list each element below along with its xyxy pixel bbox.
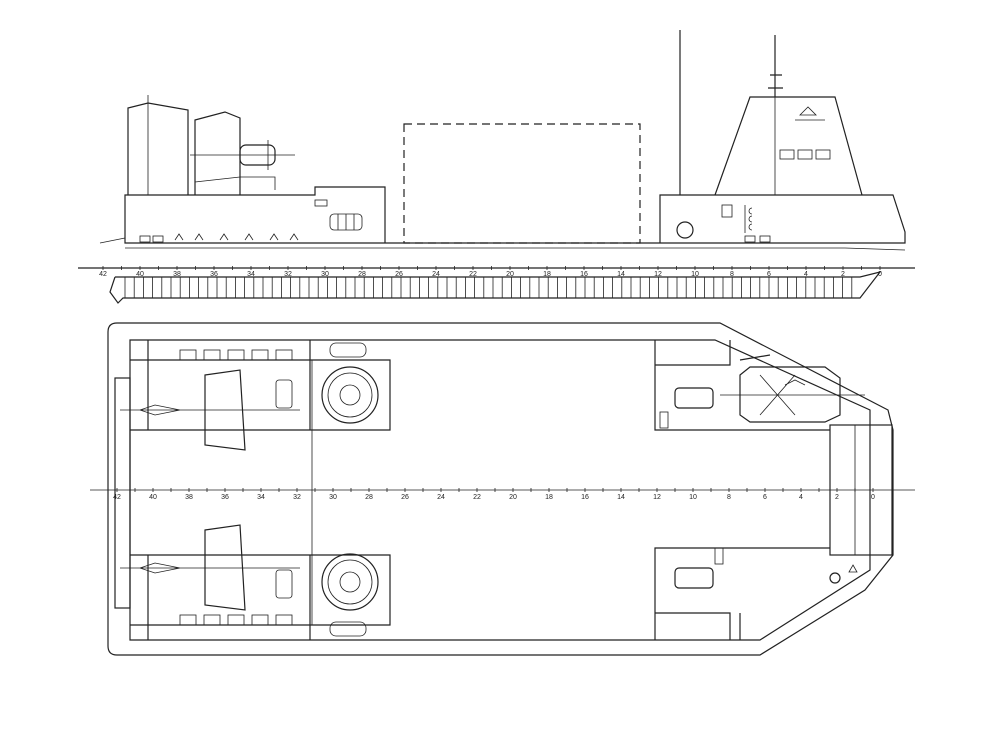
frame-label: 24 (432, 271, 440, 278)
side-wheelhouse (714, 96, 863, 196)
frame-label: 38 (185, 494, 193, 501)
side-fin-fwd (194, 111, 241, 195)
side-window (779, 149, 795, 160)
side-cargo-envelope (403, 123, 641, 244)
plan-stbd-stair (714, 547, 724, 565)
frame-label: 2 (835, 494, 839, 501)
frame-label: 28 (365, 494, 373, 501)
plan-stbd-fin (204, 524, 246, 611)
plan-port-hatch (275, 379, 293, 409)
side-skirt-segments (124, 277, 853, 298)
plan-marker (848, 564, 858, 573)
side-deck-fittings (174, 233, 299, 241)
frame-label: 42 (113, 494, 121, 501)
frame-label: 18 (545, 494, 553, 501)
plan-wheelhouse (739, 366, 841, 423)
plan-stbd-grille (329, 621, 367, 637)
frame-label: 14 (617, 271, 625, 278)
plan-bollard (829, 572, 841, 584)
frame-label: 12 (653, 494, 661, 501)
frame-label: 30 (321, 271, 329, 278)
side-vent (759, 235, 771, 243)
plan-port-stair (659, 411, 669, 429)
plan-port-lift-fan (321, 366, 379, 424)
frame-label: 36 (210, 271, 218, 278)
frame-label: 4 (799, 494, 803, 501)
frame-label: 42 (99, 271, 107, 278)
plan-port-bollards (179, 349, 293, 361)
frame-label: 8 (730, 271, 734, 278)
plan-inner-deck (129, 339, 871, 641)
side-winch (676, 221, 694, 239)
side-hatch (314, 199, 328, 207)
frame-label: 32 (284, 271, 292, 278)
plan-outer-hull (107, 322, 894, 656)
side-grille-bars (337, 214, 355, 230)
frame-label: 4 (804, 271, 808, 278)
frame-label: 18 (543, 271, 551, 278)
plan-stern-ramp (114, 377, 131, 609)
side-vent (744, 235, 756, 243)
plan-stbd-prop-shaft (120, 562, 300, 574)
frame-label: 16 (580, 271, 588, 278)
frame-label: 2 (841, 271, 845, 278)
frame-label: 36 (221, 494, 229, 501)
plan-port-prop-shaft (120, 404, 300, 416)
side-skirt (109, 270, 882, 304)
frame-label: 14 (617, 494, 625, 501)
frame-label: 28 (358, 271, 366, 278)
frame-label: 20 (506, 271, 514, 278)
side-radar (795, 106, 825, 121)
side-vent (152, 235, 164, 243)
plan-wheelhouse-detail (720, 374, 865, 416)
frame-label: 34 (247, 271, 255, 278)
frame-label: 8 (727, 494, 731, 501)
frame-label: 26 (395, 271, 403, 278)
plan-port-fwd-structure (654, 340, 830, 431)
side-door (721, 204, 733, 218)
frame-label: 6 (767, 271, 771, 278)
plan-port-fin (204, 369, 246, 451)
frame-label: 10 (689, 494, 697, 501)
frame-label: 16 (581, 494, 589, 501)
frame-label: 40 (149, 494, 157, 501)
side-window (797, 149, 813, 160)
frame-label: 26 (401, 494, 409, 501)
frame-label: 22 (469, 271, 477, 278)
frame-label: 10 (691, 271, 699, 278)
side-ladder (744, 205, 753, 233)
frame-label: 34 (257, 494, 265, 501)
frame-label: 12 (654, 271, 662, 278)
plan-port-grille (329, 342, 367, 358)
plan-stbd-hatch-fwd (674, 567, 714, 589)
side-fin-aft (127, 102, 189, 195)
frame-label: 22 (473, 494, 481, 501)
frame-label: 40 (136, 271, 144, 278)
plan-port-hatch-fwd (674, 387, 714, 409)
frame-label: 32 (293, 494, 301, 501)
side-fan-housing (194, 176, 276, 190)
frame-label: 6 (763, 494, 767, 501)
frame-label: 30 (329, 494, 337, 501)
plan-stbd-lift-fan (321, 553, 379, 611)
plan-stbd-fwd-structure (654, 547, 830, 640)
side-radar-mast (768, 35, 783, 97)
frame-label: 0 (871, 494, 875, 501)
frame-label: 20 (509, 494, 517, 501)
frame-label: 24 (437, 494, 445, 501)
plan-stbd-hatch (275, 569, 293, 599)
side-window (815, 149, 831, 160)
side-vent (139, 235, 151, 243)
plan-stbd-bollards (179, 614, 293, 626)
frame-label: 38 (173, 271, 181, 278)
side-deck-line (99, 237, 906, 251)
frame-label: 0 (878, 271, 882, 278)
side-hull (124, 186, 906, 244)
